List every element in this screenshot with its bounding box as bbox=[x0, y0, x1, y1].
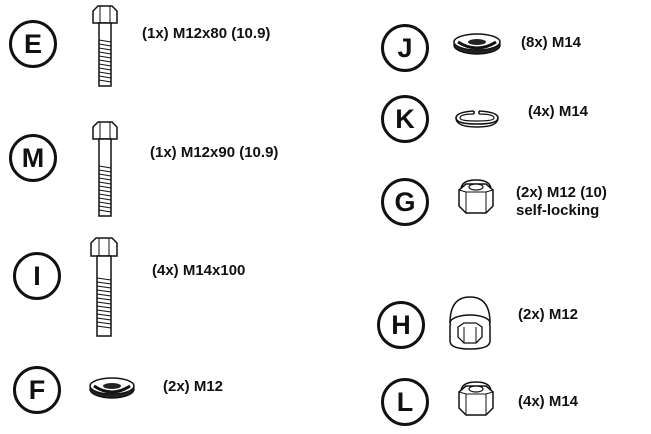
bolt-icon bbox=[90, 5, 120, 88]
lock-nut-icon bbox=[455, 378, 497, 420]
lock-nut-icon bbox=[455, 176, 497, 218]
label-m: (1x) M12x90 (10.9) bbox=[150, 144, 279, 161]
badge-k-letter: K bbox=[395, 103, 415, 134]
cap-nut-icon bbox=[446, 293, 494, 353]
badge-l: L bbox=[381, 378, 429, 426]
badge-l-letter: L bbox=[396, 386, 414, 417]
badge-j: J bbox=[381, 24, 429, 72]
badge-h-letter: H bbox=[391, 309, 411, 340]
bolt-icon bbox=[90, 121, 120, 218]
label-g-line1: (2x) M12 (10) bbox=[516, 184, 607, 201]
badge-g-letter: G bbox=[394, 186, 416, 217]
label-j: (8x) M14 bbox=[521, 34, 582, 51]
split-lock-washer-icon bbox=[452, 106, 502, 130]
badge-e: E bbox=[9, 20, 57, 68]
label-e: (1x) M12x80 (10.9) bbox=[142, 25, 271, 42]
badge-i-letter: I bbox=[33, 260, 41, 291]
label-g: (2x) M12 (10) self-locking bbox=[516, 184, 607, 220]
label-f: (2x) M12 bbox=[163, 378, 224, 395]
badge-m: M bbox=[9, 134, 57, 182]
badge-e-letter: E bbox=[23, 28, 42, 59]
badge-g: G bbox=[381, 178, 429, 226]
badge-i: I bbox=[13, 252, 61, 300]
badge-m-letter: M bbox=[21, 142, 45, 173]
badge-f: F bbox=[13, 366, 61, 414]
bolt-icon bbox=[88, 237, 120, 338]
washer-icon bbox=[88, 376, 136, 400]
badge-k: K bbox=[381, 95, 429, 143]
label-i: (4x) M14x100 bbox=[152, 262, 246, 279]
badge-f-letter: F bbox=[28, 374, 46, 405]
label-h: (2x) M12 bbox=[518, 306, 579, 323]
label-g-line2: self-locking bbox=[516, 202, 600, 219]
badge-j-letter: J bbox=[397, 32, 413, 63]
label-k: (4x) M14 bbox=[528, 103, 589, 120]
badge-h: H bbox=[377, 301, 425, 349]
washer-icon bbox=[452, 32, 502, 56]
label-l: (4x) M14 bbox=[518, 393, 579, 410]
